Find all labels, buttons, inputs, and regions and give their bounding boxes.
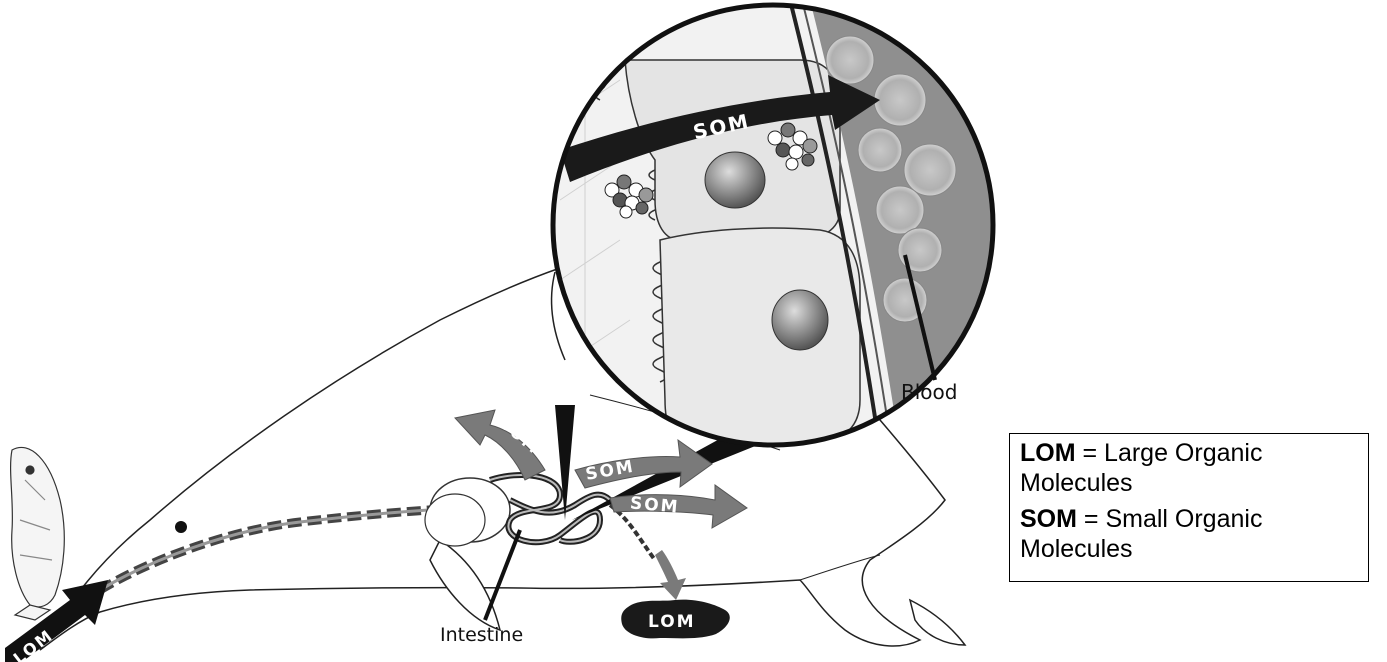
intestine-label: Intestine <box>440 624 523 646</box>
legend-box: LOM = Large Organic Molecules SOM = Smal… <box>1009 433 1369 582</box>
legend-lom-abbr: LOM <box>1020 439 1076 467</box>
blood-label: Blood <box>901 380 957 404</box>
dolphin-eye <box>175 521 187 533</box>
lom-waste-blob: LOM <box>621 600 730 639</box>
svg-text:LOM: LOM <box>648 612 696 632</box>
legend-entry-lom: LOM = Large Organic Molecules <box>1020 438 1358 498</box>
legend-som-abbr: SOM <box>1020 505 1077 533</box>
cell-nucleus <box>705 152 765 208</box>
lower-epithelial-cell <box>660 228 860 445</box>
legend-entry-som: SOM = Small Organic Molecules <box>1020 504 1358 564</box>
fish-illustration <box>11 447 65 620</box>
cell-nucleus <box>772 290 828 350</box>
